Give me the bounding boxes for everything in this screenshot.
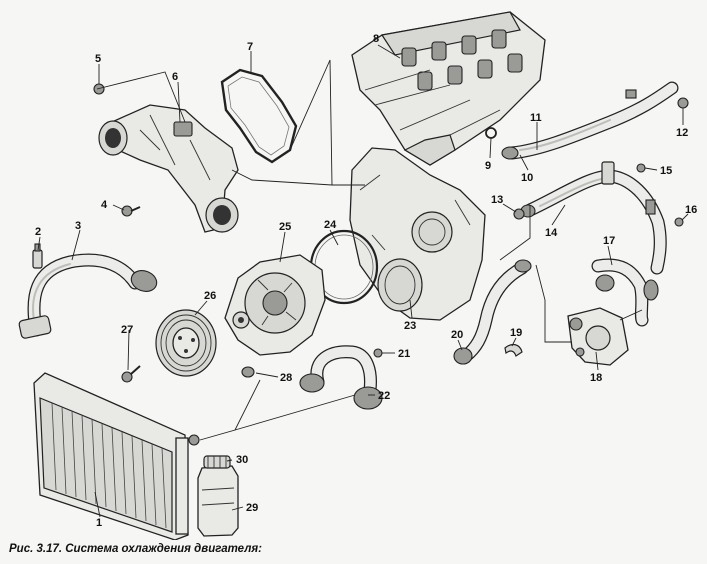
callout-6: 6 — [172, 71, 178, 83]
callout-29: 29 — [246, 502, 258, 514]
callout-15: 15 — [660, 165, 672, 177]
bolt-27 — [121, 365, 141, 383]
callout-11: 11 — [530, 112, 542, 124]
leader-lines — [37, 44, 689, 518]
water-pump — [224, 254, 326, 356]
bolt-13 — [513, 208, 525, 220]
callout-9: 9 — [485, 160, 491, 172]
callout-7: 7 — [247, 41, 253, 53]
temperature-sensor — [32, 243, 43, 269]
callout-5: 5 — [95, 53, 101, 65]
expansion-tank — [197, 465, 239, 537]
bolt-12 — [677, 97, 689, 109]
callout-3: 3 — [75, 220, 81, 232]
callout-1: 1 — [96, 517, 102, 529]
callout-10: 10 — [521, 172, 533, 184]
callout-labels: 5 6 7 8 4 2 3 9 10 11 12 13 14 15 16 17 … — [35, 33, 697, 529]
radiator-hose-lower — [18, 253, 158, 339]
heater-hose-upper — [501, 81, 679, 160]
pump-inlet-hose — [241, 345, 383, 410]
expansion-tank-cap — [203, 455, 231, 469]
callout-26: 26 — [204, 290, 216, 302]
coolant-hose-17 — [591, 258, 659, 327]
callout-25: 25 — [279, 221, 291, 233]
bolt-5 — [93, 83, 105, 95]
callout-12: 12 — [676, 127, 688, 139]
bolt-16 — [674, 217, 684, 227]
bolt-4 — [121, 205, 141, 217]
cooling-system-exploded-view: 5 6 7 8 4 2 3 9 10 11 12 13 14 15 16 17 … — [18, 11, 697, 540]
callout-30: 30 — [236, 454, 248, 466]
callout-22: 22 — [378, 390, 390, 402]
callout-18: 18 — [590, 372, 602, 384]
callout-4: 4 — [101, 199, 108, 211]
heater-hose-lower — [520, 161, 667, 275]
callout-2: 2 — [35, 226, 41, 238]
callout-21: 21 — [398, 348, 410, 360]
pump-pulley — [155, 309, 217, 377]
thermostat-gasket — [220, 68, 298, 164]
callout-19: 19 — [510, 327, 522, 339]
callout-23: 23 — [404, 320, 416, 332]
coolant-hose-20 — [453, 259, 532, 365]
callout-28: 28 — [280, 372, 292, 384]
control-valve — [567, 307, 629, 366]
thermostat-housing — [98, 104, 239, 233]
callout-20: 20 — [451, 329, 463, 341]
radiator — [33, 372, 200, 540]
callout-16: 16 — [685, 204, 697, 216]
hose-clip-19 — [504, 343, 523, 357]
bolt-9 — [485, 127, 497, 139]
callout-8: 8 — [373, 33, 379, 45]
callout-13: 13 — [491, 194, 503, 206]
callout-27: 27 — [121, 324, 133, 336]
cylinder-head — [351, 11, 546, 166]
callout-24: 24 — [324, 219, 337, 231]
bolt-21 — [373, 348, 383, 358]
figure-caption: Рис. 3.17. Система охлаждения двигателя: — [9, 543, 262, 555]
timing-cover — [349, 147, 486, 321]
bolt-15 — [636, 163, 646, 173]
callout-17: 17 — [603, 235, 615, 247]
callout-14: 14 — [545, 227, 558, 239]
